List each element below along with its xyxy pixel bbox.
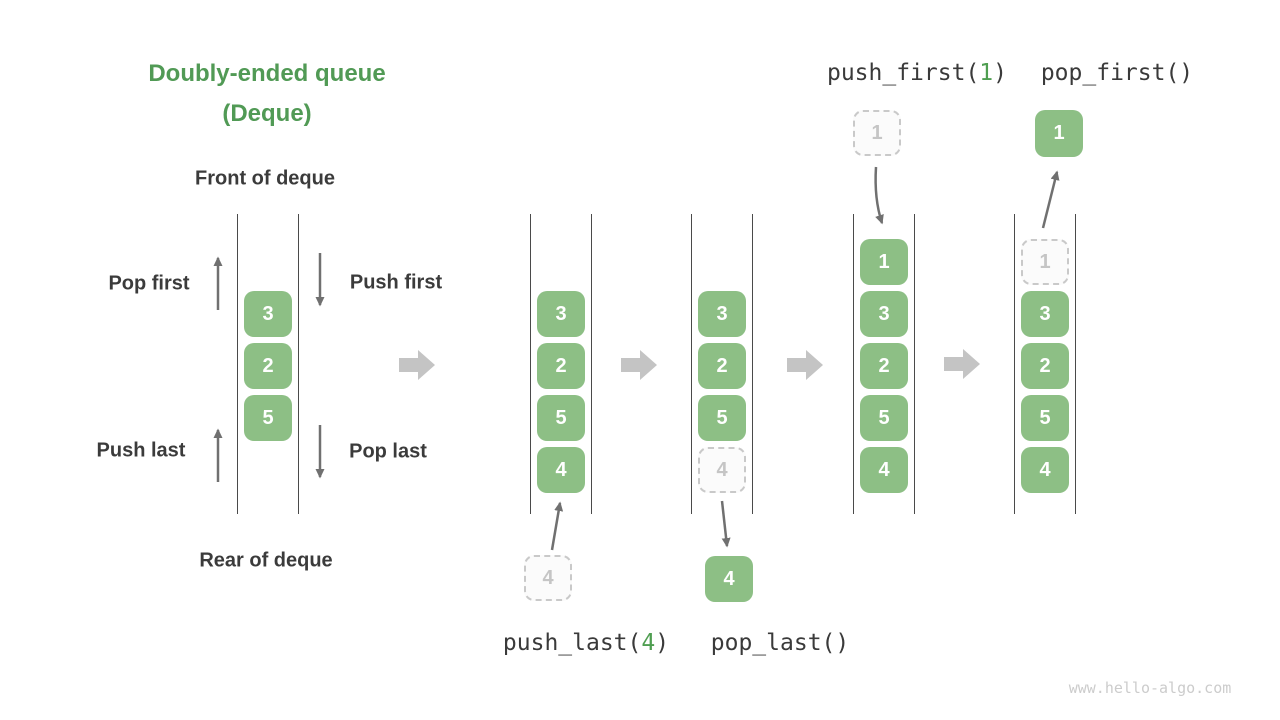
queue-cell: 2 (537, 343, 585, 389)
queue-cell: 1 (860, 239, 908, 285)
next-step-arrow-icon (621, 350, 657, 380)
queue-column-pop-last: 3 2 5 4 (691, 214, 753, 514)
queue-cell: 2 (244, 343, 292, 389)
queue-column-after-push-first: 1 3 2 5 4 (853, 214, 915, 514)
queue-cell: 3 (698, 291, 746, 337)
diagram-title: Doubly-ended queue (Deque) (148, 54, 385, 134)
queue-cell: 5 (244, 395, 292, 441)
push-first-label: Push first (349, 271, 443, 294)
code-text: ) (993, 60, 1008, 86)
queue-cell: 2 (1021, 343, 1069, 389)
push-last-code-label: push_last(4) (503, 630, 669, 656)
rear-of-deque-label: Rear of deque (199, 549, 333, 572)
push-first-code-label: push_first(1) (827, 60, 1007, 86)
queue-cell: 2 (860, 343, 908, 389)
diagram-title-line2: (Deque) (222, 100, 312, 127)
front-of-deque-label: Front of deque (195, 167, 335, 190)
pop-last-code-label: pop_last() (710, 630, 850, 656)
queue-cell: 4 (1021, 447, 1069, 493)
code-arg: 4 (641, 630, 656, 656)
queue-column-pop-first: 1 3 2 5 4 (1014, 214, 1076, 514)
code-text: ) (655, 630, 670, 656)
queue-column-after-push-last: 3 2 5 4 (530, 214, 592, 514)
popped-cell-pop-first: 1 (1035, 110, 1083, 157)
push-last-label: Push last (96, 439, 186, 462)
queue-cell: 5 (698, 395, 746, 441)
queue-cell: 5 (860, 395, 908, 441)
queue-cell: 3 (537, 291, 585, 337)
pop-last-label: Pop last (349, 440, 427, 463)
queue-cell: 5 (1021, 395, 1069, 441)
queue-column-initial: 3 2 5 (237, 214, 299, 514)
queue-cell: 4 (860, 447, 908, 493)
pop-first-label: Pop first (108, 272, 190, 295)
incoming-cell-push-last: 4 (524, 555, 572, 601)
code-text: push_last( (502, 630, 642, 656)
queue-cell: 3 (244, 291, 292, 337)
ghost-cell: 4 (698, 447, 746, 493)
ghost-cell: 1 (1021, 239, 1069, 285)
popped-cell-pop-last: 4 (705, 556, 753, 602)
next-step-arrow-icon (399, 350, 435, 380)
incoming-cell-push-first: 1 (853, 110, 901, 156)
watermark: www.hello-algo.com (1068, 679, 1232, 697)
diagram-title-line1: Doubly-ended queue (148, 60, 386, 87)
queue-cell: 4 (537, 447, 585, 493)
queue-cell: 5 (537, 395, 585, 441)
next-step-arrow-icon (944, 349, 980, 379)
queue-cell: 3 (1021, 291, 1069, 337)
pop-first-code-label: pop_first() (1040, 60, 1194, 86)
queue-cell: 2 (698, 343, 746, 389)
queue-cell: 3 (860, 291, 908, 337)
code-arg: 1 (979, 60, 994, 86)
code-text: push_first( (826, 60, 980, 86)
next-step-arrow-icon (787, 350, 823, 380)
